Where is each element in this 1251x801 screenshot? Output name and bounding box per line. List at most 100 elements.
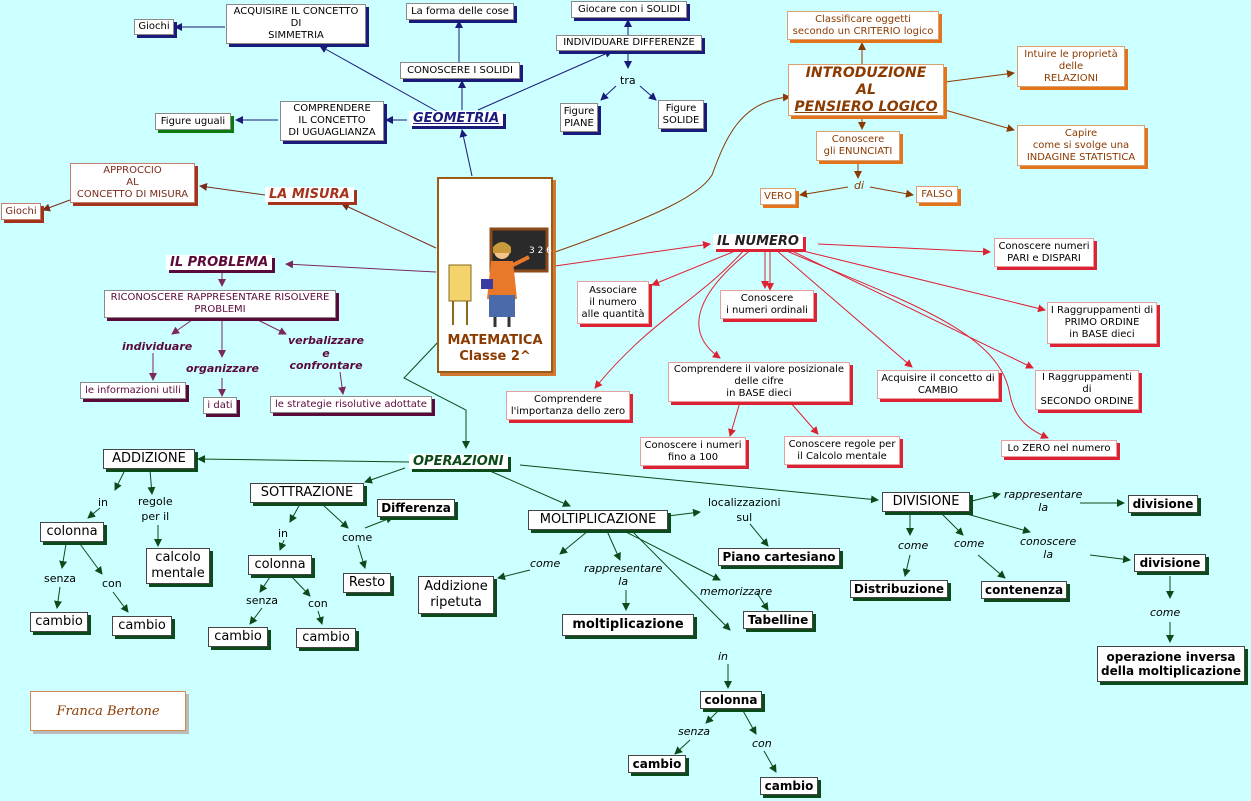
node-divisione[interactable]: DIVISIONE	[882, 492, 970, 512]
node-calcolo-mentale-regole[interactable]: Conoscere regole per il Calcolo mentale	[784, 436, 900, 465]
indagine-l1: Capire	[1065, 128, 1097, 140]
node-add-calcolo-mentale[interactable]: calcolo mentale	[146, 548, 210, 584]
topic-operazioni[interactable]: OPERAZIONI	[409, 454, 508, 469]
node-individuare-differenze[interactable]: INDIVIDUARE DIFFERENZE	[556, 35, 702, 51]
label-div-come-3: come	[1150, 606, 1180, 619]
topic-operazioni-label: OPERAZIONI	[413, 454, 504, 469]
node-contenenza[interactable]: contenenza	[981, 581, 1067, 599]
posizionale-l3: in BASE dieci	[726, 388, 791, 400]
node-posizionale[interactable]: Comprendere il valore posizionale delle …	[668, 362, 850, 402]
logico-line3: PENSIERO LOGICO	[793, 99, 939, 116]
label-verbalizzare: verbalizzare e confrontare	[288, 335, 364, 373]
topic-pensiero-logico[interactable]: INTRODUZIONE AL PENSIERO LOGICO	[788, 64, 944, 116]
node-sot-colonna[interactable]: colonna	[248, 555, 312, 575]
node-mol-cambio-1[interactable]: cambio	[628, 755, 686, 773]
addcambio2-label: cambio	[118, 618, 166, 634]
node-indagine[interactable]: Capire come si svolge una INDAGINE STATI…	[1017, 125, 1145, 166]
logico-line2: AL	[793, 82, 939, 99]
node-falso[interactable]: FALSO	[916, 186, 958, 203]
relazioni-l2: delle	[1059, 61, 1083, 73]
riconoscere-l2: PROBLEMI	[194, 304, 245, 316]
label-di: di	[854, 179, 864, 192]
node-add-cambio-2[interactable]: cambio	[112, 616, 172, 636]
node-moltiplicazione-rappresentare[interactable]: moltiplicazione	[562, 614, 694, 636]
node-divisione-conoscere[interactable]: divisione	[1134, 554, 1206, 572]
node-primo-ordine[interactable]: I Raggruppamenti di PRIMO ORDINE in BASE…	[1047, 302, 1157, 344]
node-resto[interactable]: Resto	[343, 573, 391, 593]
indagine-l3: INDAGINE STATISTICA	[1027, 152, 1135, 164]
node-relazioni[interactable]: Intuire le proprietà delle RELAZIONI	[1017, 46, 1125, 87]
divrap-l1: rappresentare	[1004, 488, 1082, 501]
node-mol-colonna[interactable]: colonna	[700, 691, 762, 709]
node-conoscere-solidi[interactable]: CONOSCERE I SOLIDI	[400, 62, 520, 79]
node-forma-cose[interactable]: La forma delle cose	[406, 3, 514, 20]
label-sot-senza: senza	[246, 594, 278, 607]
topic-misura[interactable]: LA MISURA	[265, 187, 354, 202]
node-vero[interactable]: VERO	[760, 188, 796, 205]
node-operazione-inversa[interactable]: operazione inversa della moltiplicazione	[1097, 646, 1245, 682]
node-giocare-solidi[interactable]: Giocare con i SOLIDI	[571, 1, 687, 18]
label-div-come-1: come	[898, 539, 928, 552]
node-moltiplicazione[interactable]: MOLTIPLICAZIONE	[528, 510, 668, 530]
node-differenza[interactable]: Differenza	[377, 499, 455, 517]
node-cambio[interactable]: Acquisire il concetto di CAMBIO	[877, 370, 999, 399]
node-divisione-rappresentare[interactable]: divisione	[1128, 495, 1198, 513]
label-localizzazioni: localizzazioni sul	[708, 496, 781, 526]
node-piano-cartesiano[interactable]: Piano cartesiano	[718, 548, 840, 566]
piano-label: Piano cartesiano	[722, 550, 835, 564]
node-simmetria[interactable]: ACQUISIRE IL CONCETTO DI SIMMETRIA	[226, 4, 366, 44]
node-sottrazione[interactable]: SOTTRAZIONE	[250, 483, 364, 503]
node-riconoscere-problemi[interactable]: RICONOSCERE RAPPRESENTARE RISOLVERE PROB…	[104, 290, 336, 318]
resto-label: Resto	[349, 575, 385, 591]
node-zero-numero[interactable]: Lo ZERO nel numero	[1001, 440, 1117, 457]
piane-l1: Figure	[564, 106, 595, 118]
node-approccio-misura[interactable]: APPROCCIO AL CONCETTO DI MISURA	[70, 163, 195, 203]
node-addizione[interactable]: ADDIZIONE	[103, 449, 195, 469]
sottrazione-label: SOTTRAZIONE	[261, 485, 353, 501]
node-addizione-ripetuta[interactable]: Addizione ripetuta	[418, 576, 494, 614]
node-distribuzione[interactable]: Distribuzione	[850, 580, 948, 598]
node-figure-uguali[interactable]: Figure uguali	[155, 113, 231, 130]
node-mol-cambio-2[interactable]: cambio	[760, 777, 818, 795]
node-pari-dispari[interactable]: Conoscere numeri PARI e DISPARI	[994, 238, 1094, 267]
node-giochi-simmetria[interactable]: Giochi	[134, 19, 174, 35]
node-tabelline[interactable]: Tabelline	[743, 611, 813, 629]
node-enunciati[interactable]: Conoscere gli ENUNCIATI	[816, 131, 900, 161]
node-informazioni-utili[interactable]: le informazioni utili	[80, 382, 186, 399]
problema-connectors	[153, 264, 436, 396]
node-strategie[interactable]: le strategie risolutive adottate	[270, 396, 432, 413]
topic-numero[interactable]: IL NUMERO	[713, 234, 803, 249]
approccio-l3: CONCETTO DI MISURA	[77, 189, 188, 201]
node-giochi-misura[interactable]: Giochi	[1, 203, 41, 220]
node-sot-cambio-1[interactable]: cambio	[208, 627, 268, 647]
addcalc-l1: calcolo	[155, 550, 200, 566]
center-node-matematica: 3 2 6 MATEMATICA Classe 2^	[437, 177, 553, 373]
topic-geometria[interactable]: GEOMETRIA	[409, 111, 503, 126]
node-associare[interactable]: Associare il numero alle quantità	[577, 281, 649, 324]
node-dati[interactable]: i dati	[203, 397, 237, 414]
inversa-l1: operazione inversa	[1107, 650, 1236, 664]
node-fino-100[interactable]: Conoscere i numeri fino a 100	[640, 437, 746, 466]
enunciati-l1: Conoscere	[832, 134, 884, 146]
node-figure-piane[interactable]: Figure PIANE	[560, 103, 598, 132]
node-figure-solide[interactable]: Figure SOLIDE	[658, 100, 704, 129]
divrap-l2: la	[1004, 501, 1082, 514]
label-sot-in: in	[278, 527, 288, 540]
node-ordinali[interactable]: Conoscere i numeri ordinali	[720, 290, 814, 319]
simmetria-l1: ACQUISIRE IL CONCETTO	[234, 6, 359, 18]
node-add-cambio-1[interactable]: cambio	[30, 612, 88, 632]
differenze-label: INDIVIDUARE DIFFERENZE	[563, 37, 695, 49]
logico-line1: INTRODUZIONE	[793, 65, 939, 82]
zeroimp-l1: Comprendere	[534, 394, 602, 406]
molrap-l2: la	[584, 575, 662, 588]
topic-geometria-label: GEOMETRIA	[413, 111, 499, 126]
node-sot-cambio-2[interactable]: cambio	[296, 628, 356, 648]
simmetria-l3: SIMMETRIA	[268, 30, 324, 42]
node-secondo-ordine[interactable]: I Raggruppamenti di SECONDO ORDINE	[1035, 370, 1139, 410]
node-zero-importanza[interactable]: Comprendere l'importanza dello zero	[506, 391, 630, 420]
topic-problema-label: IL PROBLEMA	[170, 255, 268, 270]
node-classificare[interactable]: Classificare oggetti secondo un CRITERIO…	[787, 11, 939, 40]
node-uguaglianza[interactable]: COMPRENDERE IL CONCETTO DI UGUAGLIANZA	[280, 101, 384, 141]
topic-problema[interactable]: IL PROBLEMA	[166, 255, 272, 270]
node-add-colonna[interactable]: colonna	[40, 522, 104, 542]
